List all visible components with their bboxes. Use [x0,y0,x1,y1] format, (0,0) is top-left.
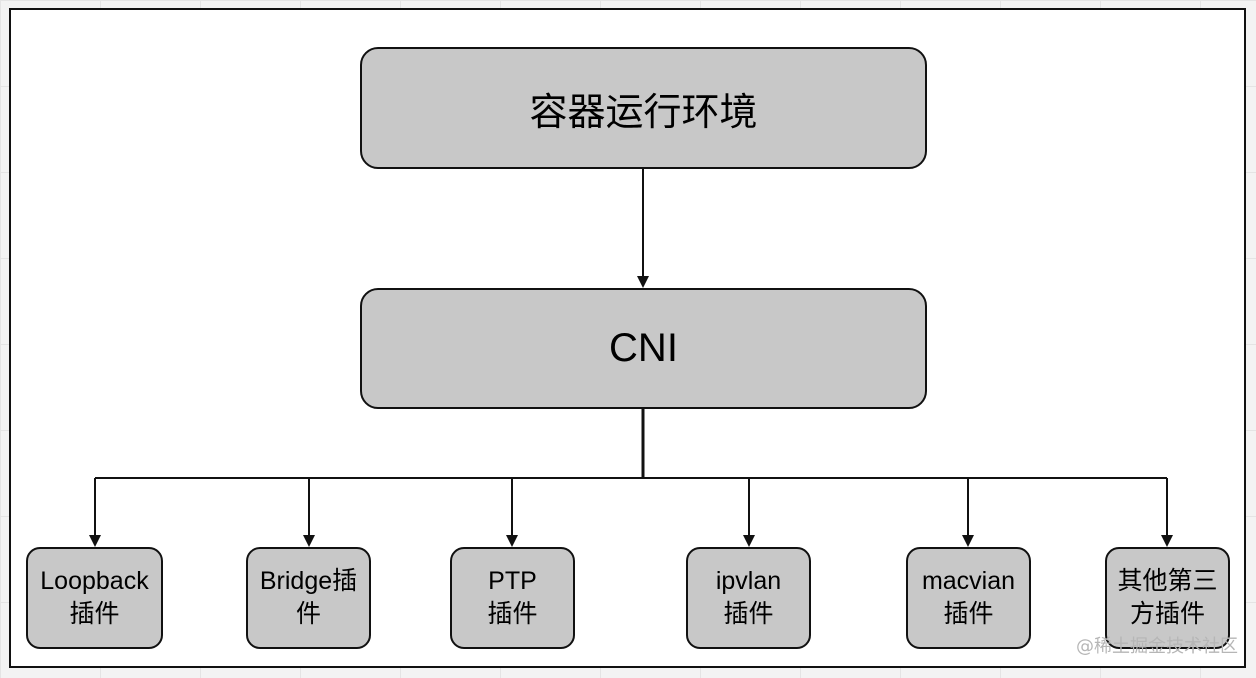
plugin-label-line2: 方插件 [1129,600,1205,628]
plugin-box-ptp: PTP 插件 [450,547,575,649]
watermark: @稀土掘金技术社区 [1076,636,1238,657]
plugin-label-line2: 插件 [69,600,120,628]
plugin-box-macvian: macvian 插件 [906,547,1031,649]
plugin-label-line2: 插件 [723,600,774,628]
plugin-label-line1: macvian [921,567,1016,595]
plugin-label-line2: 插件 [487,600,538,628]
plugin-label-line1: Loopback [40,567,149,595]
plugin-box-loopback: Loopback 插件 [26,547,163,649]
container-runtime-box: 容器运行环境 [360,47,927,169]
plugin-label-line1: 其他第三 [1117,567,1218,595]
plugin-label-line2: 件 [295,600,321,628]
plugin-label-line1: PTP [488,567,537,595]
container-runtime-label: 容器运行环境 [529,91,758,134]
cni-box: CNI [360,288,927,409]
plugin-label-line1: Bridge插 [259,567,358,595]
plugin-box-ipvlan: ipvlan 插件 [686,547,811,649]
cni-label: CNI [609,326,678,370]
plugin-label-line1: ipvlan [715,567,782,595]
plugin-label-line2: 插件 [943,600,994,628]
plugin-box-third-party: 其他第三 方插件 [1105,547,1230,649]
plugin-box-bridge: Bridge插 件 [246,547,371,649]
